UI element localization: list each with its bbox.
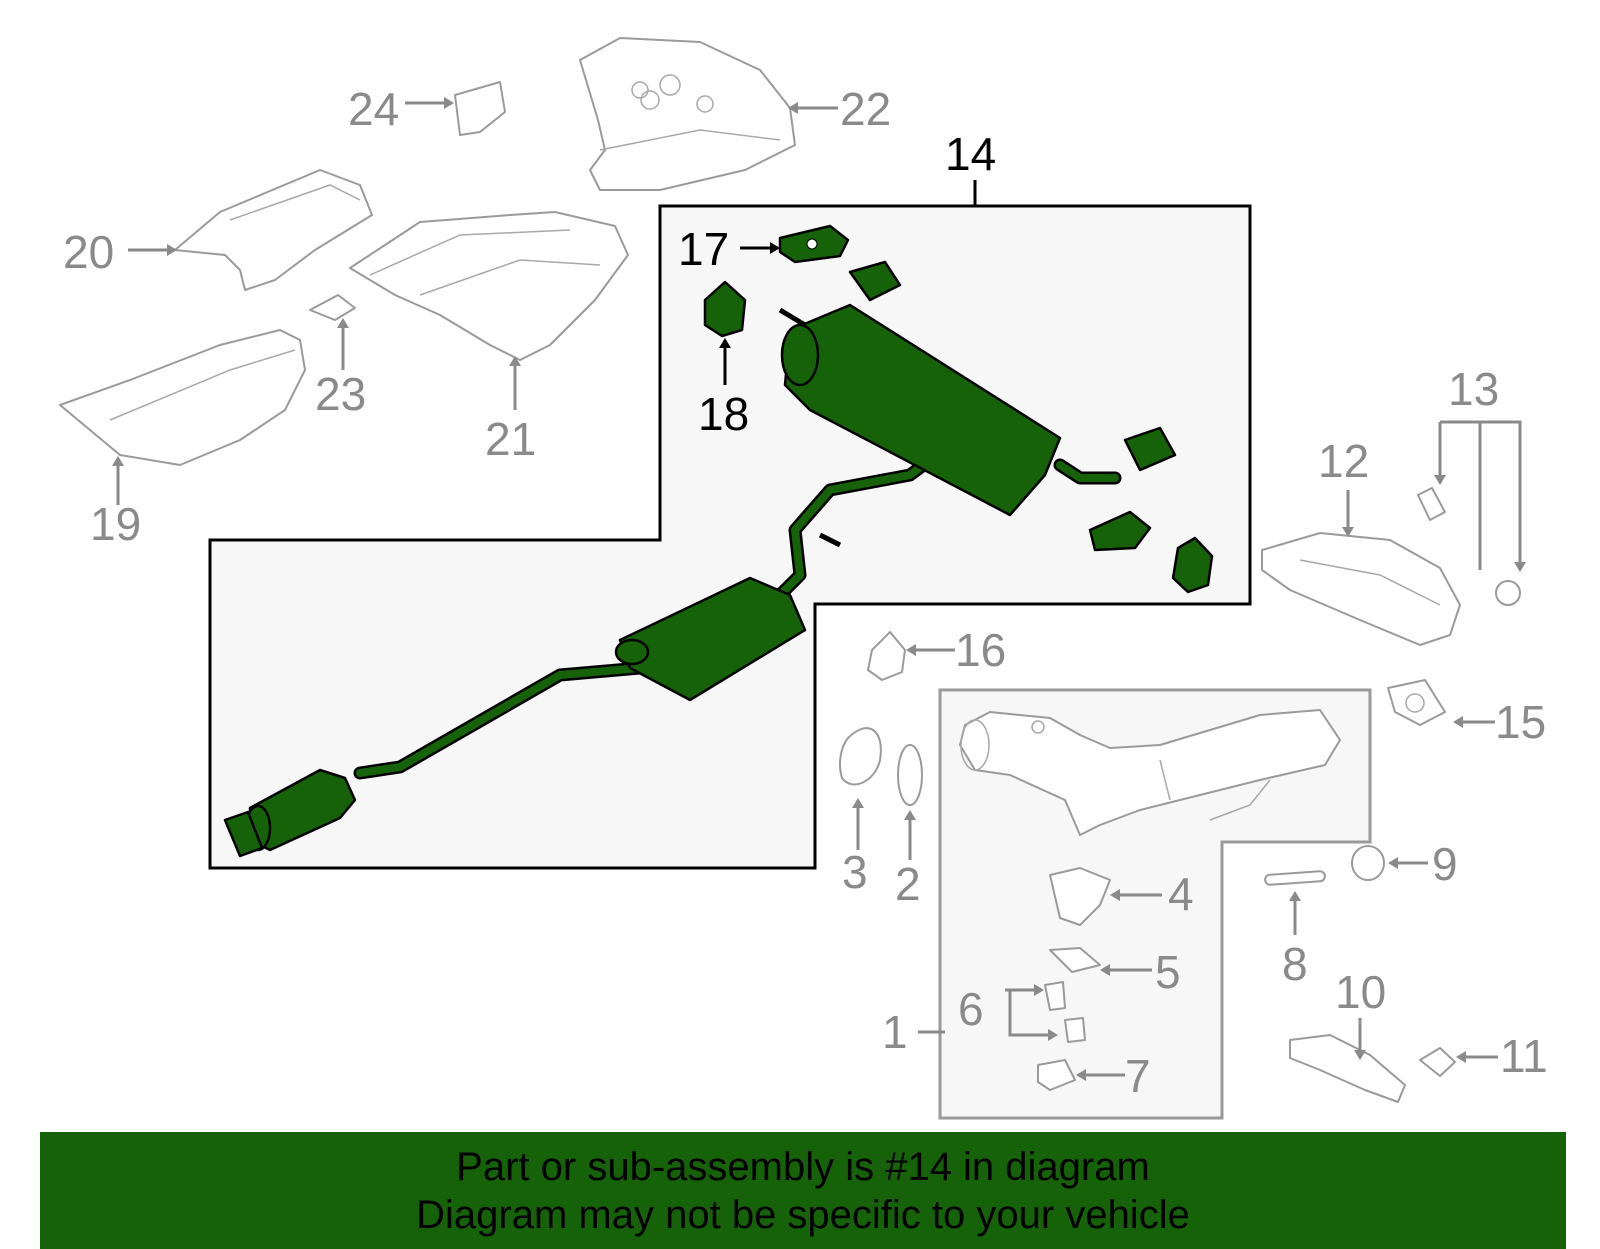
callout-4: 4 [1168,868,1194,920]
gasket-2 [897,744,923,806]
bracket-4 [1049,867,1111,926]
callout-10: 10 [1335,966,1386,1018]
callout-12: 12 [1318,435,1369,487]
banner-line-2: Diagram may not be specific to your vehi… [416,1192,1190,1237]
callout-8: 8 [1282,938,1308,990]
heat-shield-20 [174,169,373,291]
insulator-18 [703,280,747,338]
pin-8 [1264,870,1326,886]
callout-11: 11 [1500,1030,1548,1082]
nut-13 [1495,580,1521,606]
callout-23: 23 [315,368,366,420]
heat-shield-19 [59,329,306,466]
callout-18: 18 [698,388,749,440]
callout-19: 19 [90,498,141,550]
bracket-24 [454,81,506,136]
stud-6b [1064,1017,1086,1043]
callout-7: 7 [1125,1050,1151,1102]
exhaust-assembly-14 [223,224,1214,858]
callout-20: 20 [63,226,114,278]
bracket-23 [309,294,356,321]
heat-shield-12 [1261,532,1461,646]
gasket-5 [1049,947,1101,973]
insulator-16 [867,631,906,681]
catalytic-converter-1 [959,709,1341,836]
assembly-1-box [938,688,1372,1120]
callout-9: 9 [1432,838,1458,890]
callout-2: 2 [895,858,921,910]
callout-22: 22 [840,83,891,135]
gasket-15 [1387,679,1446,726]
callout-16: 16 [955,624,1006,676]
leader-lines [112,97,1526,1081]
assembly-14-box [208,204,1252,870]
callout-3: 3 [842,846,868,898]
callout-5: 5 [1155,946,1181,998]
disclaimer-banner: Part or sub-assembly is #14 in diagram D… [40,1132,1566,1249]
leader-lines-black [719,180,977,385]
banner-line-1: Part or sub-assembly is #14 in diagram [456,1144,1150,1189]
callout-6: 6 [958,983,984,1035]
callout-14: 14 [945,128,996,180]
bolt-13 [1417,487,1446,521]
floor-shield-21 [349,211,629,361]
callout-24: 24 [348,83,399,135]
callout-1: 1 [882,1006,908,1058]
spacer-9 [1351,845,1385,881]
stud-6a [1044,981,1066,1011]
gasket-10 [1289,1034,1406,1103]
clamp-3 [839,727,882,786]
callout-21: 21 [485,413,536,465]
callout-17: 17 [678,223,729,275]
sensor-11 [1419,1047,1456,1077]
callout-15: 15 [1495,696,1546,748]
nut-7 [1037,1059,1076,1091]
heat-shield-22 [579,37,796,191]
callout-13: 13 [1448,363,1499,415]
